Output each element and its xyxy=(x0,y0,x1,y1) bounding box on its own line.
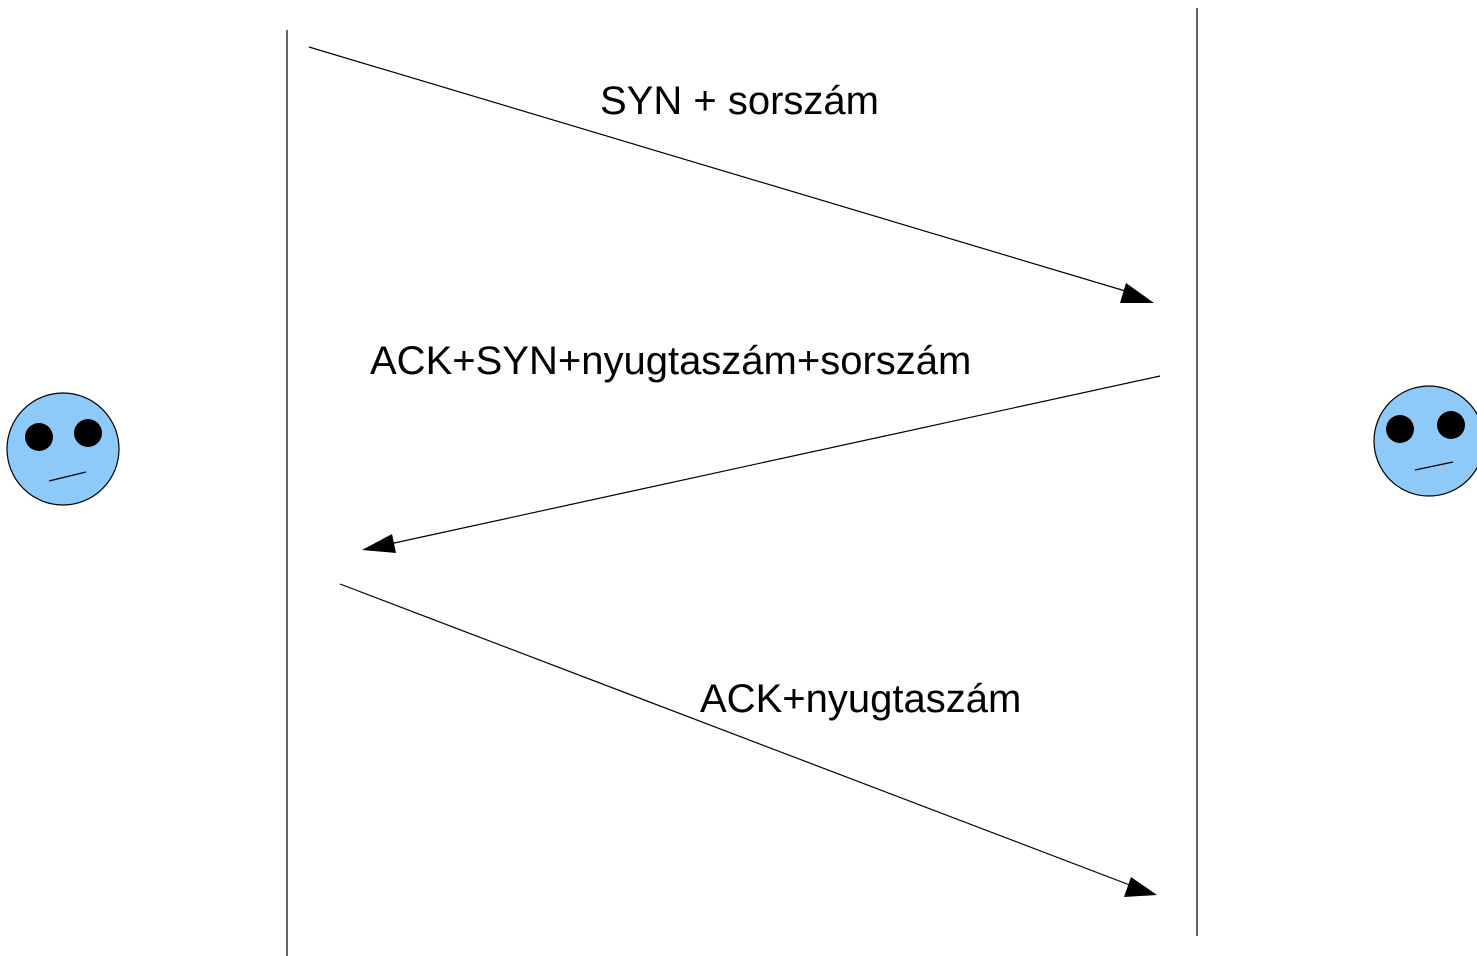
face-mouth xyxy=(1414,461,1454,471)
face-mouth xyxy=(48,471,87,482)
participant-right-face-icon xyxy=(1373,385,1477,497)
message-1-label: SYN + sorszám xyxy=(600,79,879,123)
face-eye-right xyxy=(74,419,102,447)
message-3-label: ACK+nyugtaszám xyxy=(700,677,1021,721)
face-eye-left xyxy=(25,423,53,451)
participant-left-face-icon xyxy=(6,392,120,506)
message-3: ACK+nyugtaszám xyxy=(339,583,1157,897)
face-head xyxy=(1373,385,1477,497)
message-2-arrowhead-icon xyxy=(362,534,396,553)
face-eye-left xyxy=(1386,415,1414,443)
message-3-arrowhead-icon xyxy=(1124,877,1157,897)
message-2: ACK+SYN+nyugtaszám+sorszám xyxy=(362,339,1161,553)
message-1: SYN + sorszám xyxy=(308,46,1154,303)
face-head xyxy=(6,392,120,506)
message-2-label: ACK+SYN+nyugtaszám+sorszám xyxy=(370,339,971,383)
message-3-line xyxy=(339,583,1136,888)
message-1-line xyxy=(308,46,1133,294)
message-2-line xyxy=(384,375,1161,546)
message-1-arrowhead-icon xyxy=(1120,283,1154,303)
face-eye-right xyxy=(1437,411,1465,439)
